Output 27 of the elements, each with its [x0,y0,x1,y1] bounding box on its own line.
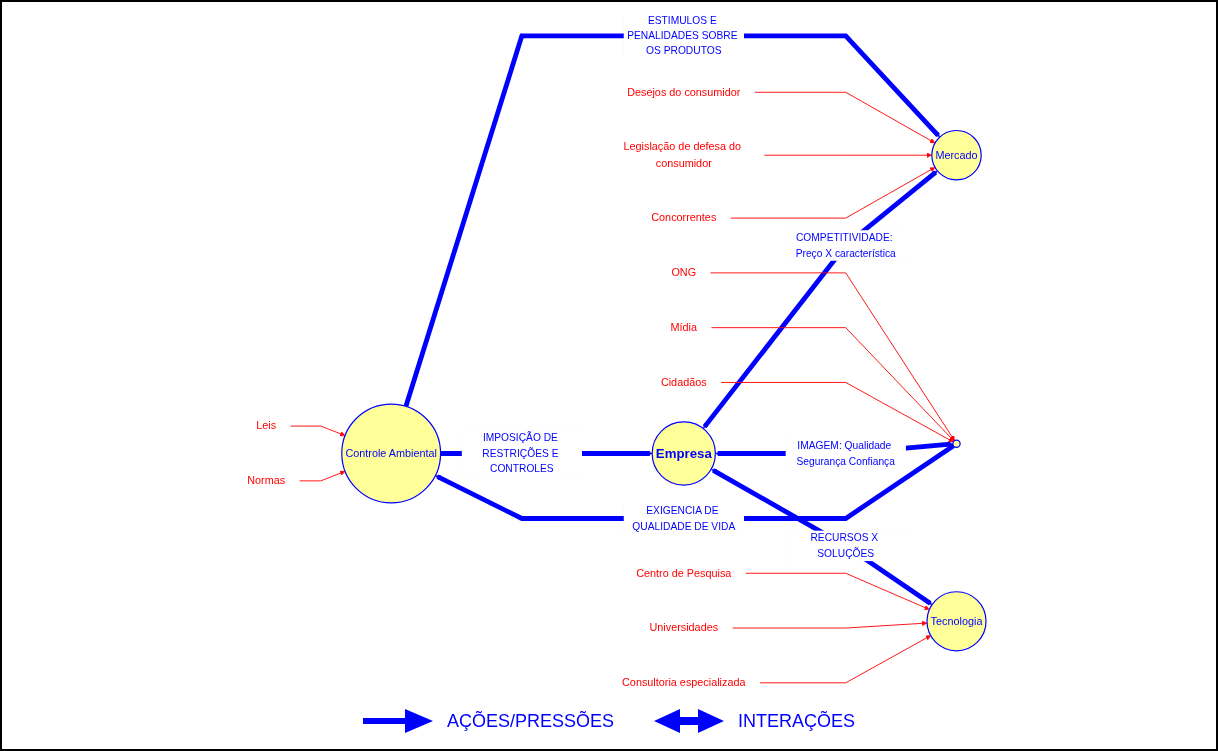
node-circle: Mercado [930,129,982,181]
arrow [702,170,938,429]
legend-text: INTERAÇÕES [738,710,856,732]
node-text: Universidades [649,621,718,634]
edge-label: ESTIMULOS E PENALIDADES SOBRE OS PRODUTOS [626,14,738,57]
node-text: Cidadãos [660,376,707,389]
edge-label: RECURSOS X SOLUÇÕES [810,532,878,560]
node-text: Mídia [670,321,697,334]
edge-label: EXIGENCIA DE QUALIDADE DE VIDA [631,504,735,532]
edge-label: COMPETITIVIDADE: Preço X característica [795,231,896,259]
node-circle: Controle Ambiental [340,403,441,504]
node-circle [951,439,961,448]
node-text: Desejos do consumidor [626,85,740,98]
legend-text: AÇÕES/PRESSÕES [446,710,614,732]
node-text: Consultoria especializada [621,676,746,689]
edge-label: IMAGEM: Qualidade Segurança Confiança [796,439,895,467]
arrow [403,33,940,408]
arrow [710,468,932,606]
node-text: ONG [671,266,696,279]
node-text: Leis [255,419,276,432]
node-text: Normas [246,474,285,487]
node-text: Legislação de defesa do consumidor [623,140,741,170]
node-circle: Empresa [651,421,716,486]
node-text: Centro de Pesquisa [635,566,731,579]
edge-label: IMPOSIÇÃO DE RESTRIÇÕES E CONTROLES [481,432,559,475]
node-text: Concorrentes [650,211,716,224]
node-circle: Tecnologia [925,591,987,652]
